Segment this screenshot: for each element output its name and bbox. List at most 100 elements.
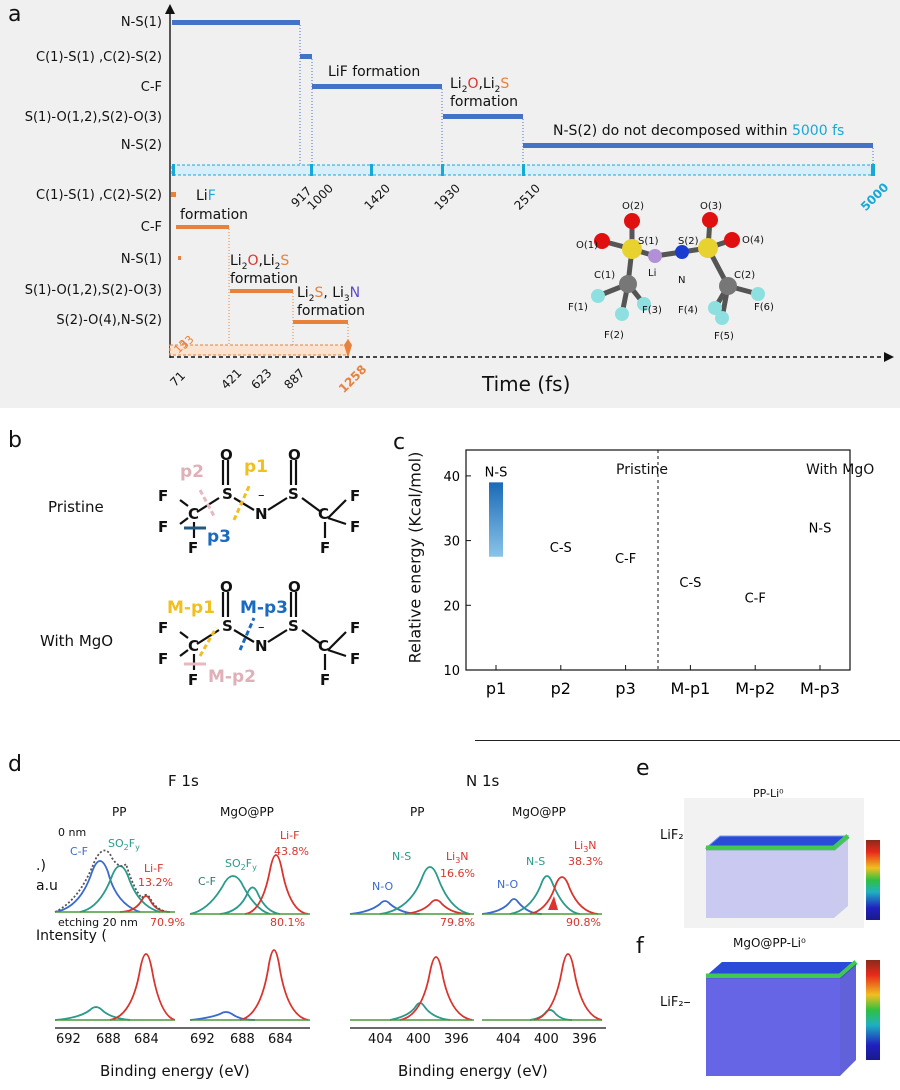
tick: 684	[134, 1032, 159, 1047]
vertical-axis-arrow	[165, 4, 175, 14]
atom-f: F	[350, 650, 361, 668]
energy-point-label: N-S	[485, 465, 508, 480]
peak-label-no: N-O	[372, 880, 394, 893]
panel-e-title: PP-Li⁰	[753, 787, 784, 800]
top-row-label: C(1)-S(1) ,C(2)-S(2)	[36, 50, 162, 65]
energy-point-label: C-F	[615, 552, 636, 567]
top-timeline-ticks	[172, 164, 875, 176]
ylabel-part: a.u	[36, 878, 58, 894]
panel-a-label: a	[8, 2, 22, 27]
peak-label-li3n: Li3N	[574, 839, 597, 855]
cut-label-p3: p3	[207, 527, 231, 547]
peak-label-so2fy: SO2Fy	[225, 857, 257, 873]
bottom-row-label: S(1)-O(1,2),S(2)-O(3)	[24, 283, 162, 298]
carbon-atom	[719, 277, 737, 295]
oxygen-atom	[702, 212, 718, 228]
annotation-formation-b3: formation	[297, 303, 366, 319]
bottom-row-label: N-S(1)	[120, 252, 162, 267]
tick: 688	[96, 1032, 121, 1047]
atom-f: F	[158, 650, 169, 668]
energy-bar	[489, 482, 503, 557]
atom-label: O(2)	[622, 201, 645, 212]
atom-c: C	[188, 505, 200, 523]
cut-label-mp2: M-p2	[208, 667, 256, 687]
x-tick-label: M-p2	[735, 679, 775, 698]
pristine-label: Pristine	[48, 498, 104, 516]
x-tick-label: M-p1	[670, 679, 710, 698]
atom-s: S	[222, 617, 233, 635]
sulfur-atom	[698, 238, 718, 258]
atom-f: F	[188, 539, 199, 557]
ylabel-part: Intensity (	[36, 928, 107, 944]
bar-cf	[312, 84, 442, 89]
top-row-label: N-S(1)	[120, 15, 162, 30]
annotation-lif-b: LiF	[196, 188, 216, 204]
bar-ns2	[523, 143, 873, 148]
time-axis-label: Time (fs)	[482, 372, 571, 396]
y-tick-label: 10	[443, 664, 460, 679]
atom-f: F	[320, 539, 331, 557]
peak-label-li3n: Li3N	[446, 850, 469, 866]
pct-mgo-li3n-20: 90.8%	[566, 916, 601, 929]
peak-label-ns: N-S	[392, 850, 412, 863]
cut-label-p1: p1	[244, 457, 268, 477]
atom-f: F	[320, 671, 331, 689]
peak-label-cf: C-F	[70, 845, 88, 858]
atom-f: F	[350, 518, 361, 536]
oxygen-atom	[624, 213, 640, 229]
pct-mgo-lif-0: 43.8%	[274, 845, 309, 858]
tick: 692	[190, 1032, 215, 1047]
panel-e-label: e	[636, 756, 650, 781]
energy-point-label: C-S	[550, 541, 572, 556]
nitrogen-atom	[675, 245, 689, 259]
separator-line	[475, 740, 900, 741]
atom-label: N	[678, 275, 686, 286]
atom-o: O	[288, 446, 301, 464]
atom-s: S	[288, 617, 299, 635]
atom-label: S(2)	[678, 236, 699, 247]
atom-c: C	[188, 637, 200, 655]
tick: 400	[406, 1032, 431, 1047]
cut-p2	[198, 489, 216, 517]
top-guides	[299, 25, 874, 172]
panel-d-label: d	[8, 752, 22, 777]
cut-mp1	[198, 627, 218, 657]
atom-f: F	[158, 518, 169, 536]
y-tick-label: 20	[443, 599, 460, 614]
oxygen-atom	[724, 232, 740, 248]
annotation-formation-b2: formation	[230, 271, 299, 287]
y-tick-label: 30	[443, 535, 460, 550]
n1s-title: N 1s	[466, 772, 500, 790]
bottom-row-label: C-F	[140, 220, 162, 235]
f1s-title: F 1s	[168, 772, 199, 790]
annotation-li2s-li3n: Li2S, Li3N	[297, 285, 361, 304]
atom-label: O(4)	[742, 235, 765, 246]
end-marker	[344, 339, 352, 358]
carbon-atom	[619, 275, 637, 293]
panel-f-colorbar	[866, 960, 880, 1060]
pct-mgo-lif-20: 80.1%	[270, 916, 305, 929]
tick: 684	[268, 1032, 293, 1047]
x-tick-label: p1	[486, 679, 506, 698]
col-mgo-pp: MgO@PP	[512, 805, 566, 819]
xlabel-f: Binding energy (eV)	[100, 1062, 250, 1080]
atom-o: O	[288, 578, 301, 596]
pct-mgo-li3n-0: 38.3%	[568, 855, 603, 868]
pct-pp-li3n-20: 79.8%	[440, 916, 475, 929]
tick: 404	[368, 1032, 393, 1047]
x-tick-label: M-p3	[800, 679, 840, 698]
atom-f: F	[188, 671, 199, 689]
atom-label: O(3)	[700, 201, 723, 212]
peak-label-lif: Li-F	[280, 829, 300, 842]
atom-o: O	[220, 578, 233, 596]
top-row-label: N-S(2)	[120, 138, 162, 153]
energy-point-label: C-S	[679, 576, 701, 591]
cut-mp3	[238, 617, 256, 651]
bottom-timeline-band	[169, 344, 349, 356]
tick: 400	[534, 1032, 559, 1047]
bar-b-so	[230, 289, 293, 293]
xps-spectra	[54, 849, 606, 1029]
bar-b-cs	[171, 192, 176, 197]
atom-label: C(1)	[594, 270, 616, 281]
